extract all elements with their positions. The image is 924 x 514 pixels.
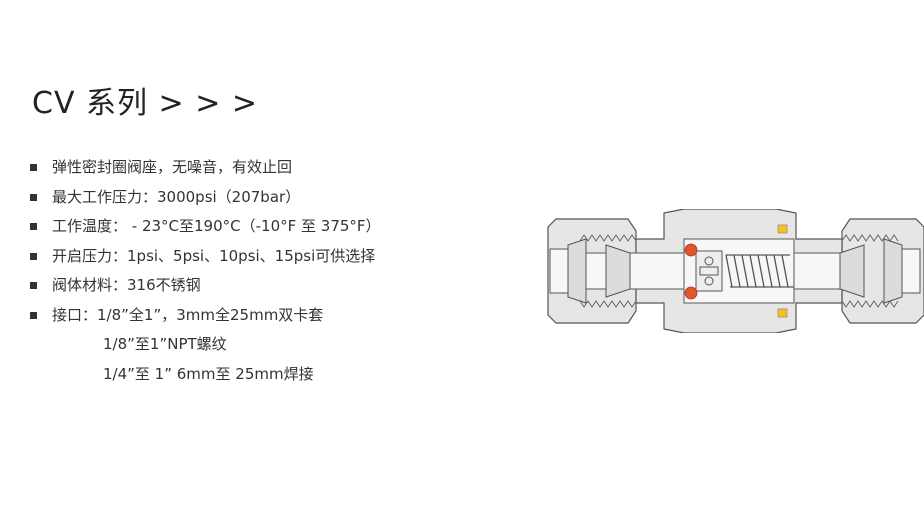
spec-list: 弹性密封圈阀座，无噪音，有效止回 最大工作压力：3000psi（207bar） … (30, 153, 381, 389)
spec-item: 阀体材料：316不锈钢 (30, 271, 381, 301)
spec-text: 弹性密封圈阀座，无噪音，有效止回 (52, 158, 293, 176)
spec-text: 阀体材料：316不锈钢 (52, 276, 201, 294)
bullet-icon (30, 252, 37, 260)
page-title: CV 系列 > > > (32, 86, 259, 121)
spec-text: 接口：1/8”全1”，3mm全25mm双卡套 (52, 305, 324, 324)
bullet-icon (30, 311, 37, 319)
spec-item: 工作温度： - 23°C至190°C（-10°F 至 375°F） (30, 212, 381, 242)
spec-item: 弹性密封圈阀座，无噪音，有效止回 (30, 153, 381, 183)
spec-item: 开启压力：1psi、5psi、10psi、15psi可供选择 (30, 242, 381, 272)
o-ring-icon (684, 243, 698, 300)
spec-item: 接口：1/8”全1”，3mm全25mm双卡套 (30, 301, 381, 331)
spec-item-continuation: 1/4”至 1” 6mm至 25mm焊接 (103, 364, 314, 383)
spec-text: 开启压力：1psi、5psi、10psi、15psi可供选择 (52, 246, 376, 265)
spec-item: 最大工作压力：3000psi（207bar） (30, 183, 381, 213)
bullet-icon (30, 193, 37, 201)
spec-text: 工作温度： - 23°C至190°C（-10°F 至 375°F） (52, 217, 381, 235)
check-valve-cross-section-drawing (547, 209, 924, 333)
spec-text: 最大工作压力：3000psi（207bar） (52, 187, 301, 206)
spec-item-continuation: 1/8”至1”NPT螺纹 (103, 335, 227, 353)
bullet-icon (30, 164, 37, 171)
bullet-icon (30, 282, 37, 289)
bullet-icon (30, 223, 37, 230)
